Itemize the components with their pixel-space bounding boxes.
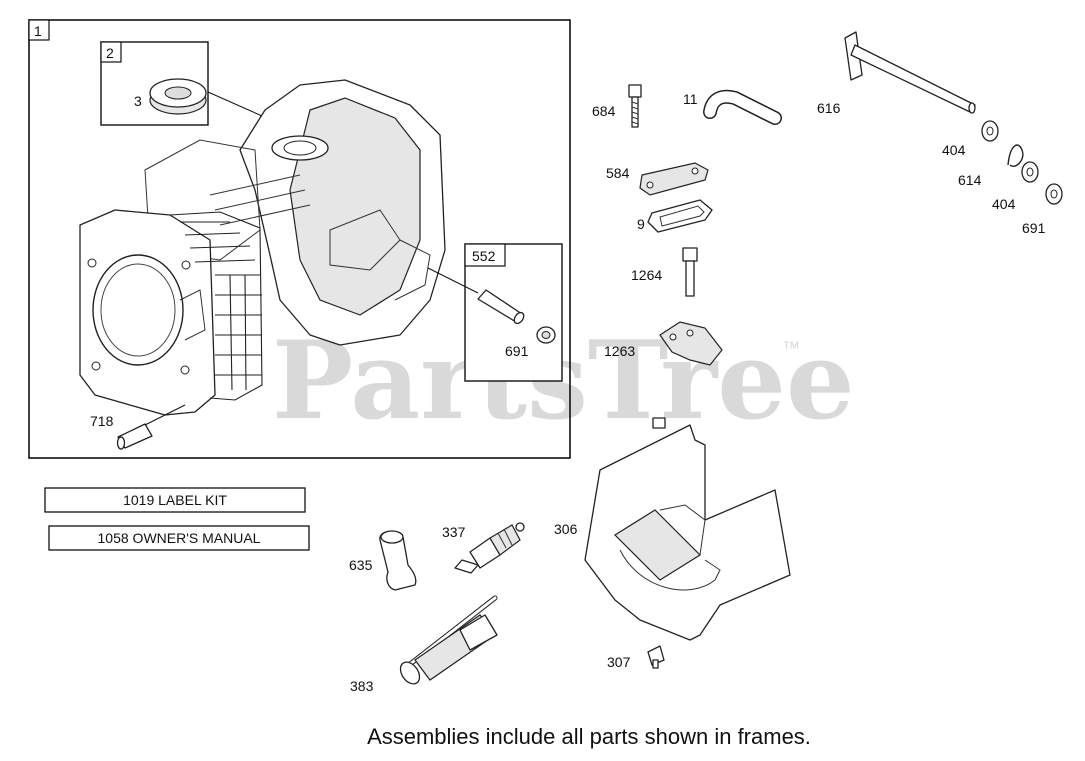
spark-plug-boot-635-part[interactable] [379, 530, 417, 591]
part-number-718[interactable]: 718 [90, 413, 114, 429]
part-number-404-lower[interactable]: 404 [992, 196, 1016, 212]
part-number-584[interactable]: 584 [606, 165, 630, 181]
part-number-691[interactable]: 691 [1022, 220, 1046, 236]
washer-404-upper-part[interactable] [981, 120, 999, 142]
part-number-614[interactable]: 614 [958, 172, 982, 188]
part-number-337[interactable]: 337 [442, 524, 466, 540]
part-number-9[interactable]: 9 [637, 216, 645, 232]
owners-manual-box[interactable]: 1058 OWNER'S MANUAL [48, 525, 310, 551]
part-number-404-upper[interactable]: 404 [942, 142, 966, 158]
assemblies-note: Assemblies include all parts shown in fr… [367, 724, 811, 749]
leader-552 [427, 267, 479, 294]
screw-307-part[interactable] [647, 645, 665, 669]
frame-2-label: 2 [106, 45, 114, 61]
part-number-1263[interactable]: 1263 [604, 343, 635, 359]
frame-552-label: 552 [472, 248, 496, 264]
spark-plug-337-part[interactable] [454, 522, 525, 574]
part-number-307[interactable]: 307 [607, 654, 631, 670]
cylinder-block-part[interactable] [79, 79, 446, 416]
part-number-11[interactable]: 11 [683, 91, 698, 107]
frame-1[interactable]: 1 [28, 19, 571, 459]
cylinder-shield-306-part[interactable] [584, 417, 791, 641]
dowel-pin-718-part[interactable] [116, 423, 153, 450]
nut-691-part[interactable] [1045, 183, 1063, 205]
frame-2[interactable]: 2 3 [100, 41, 209, 126]
breather-tube-11-part[interactable] [703, 89, 782, 125]
part-number-635[interactable]: 635 [349, 557, 373, 573]
label-kit-box[interactable]: 1019 LABEL KIT [44, 487, 306, 513]
part-number-616[interactable]: 616 [817, 100, 841, 116]
part-number-383[interactable]: 383 [350, 678, 374, 694]
bracket-1263-part[interactable] [659, 321, 723, 366]
oil-seal-part[interactable] [149, 78, 207, 115]
washer-404-lower-part[interactable] [1021, 161, 1039, 183]
bolt-1264-part[interactable] [682, 247, 698, 297]
governor-shaft-616-part[interactable] [844, 31, 976, 114]
nut-691-frame-part[interactable] [536, 326, 556, 344]
retaining-clip-614-part[interactable] [1007, 144, 1024, 167]
gasket-9-part[interactable] [647, 199, 713, 233]
part-number-1264[interactable]: 1264 [631, 267, 662, 283]
breather-plate-584-part[interactable] [639, 162, 709, 196]
part-number-691-frame[interactable]: 691 [505, 343, 529, 359]
leader-718 [144, 404, 186, 426]
spark-plug-tool-383-part[interactable] [397, 595, 498, 687]
owners-manual-text: 1058 OWNER'S MANUAL [98, 530, 261, 546]
part-number-684[interactable]: 684 [592, 103, 616, 119]
watermark-trademark: ™ [782, 338, 800, 358]
frame-552[interactable]: 552 691 [464, 243, 563, 382]
part-number-3[interactable]: 3 [134, 93, 142, 109]
label-kit-text: 1019 LABEL KIT [123, 492, 227, 508]
part-number-306[interactable]: 306 [554, 521, 578, 537]
bolt-684-part[interactable] [628, 84, 642, 128]
frame-1-label: 1 [34, 23, 42, 39]
pin-552-part[interactable] [477, 289, 526, 325]
